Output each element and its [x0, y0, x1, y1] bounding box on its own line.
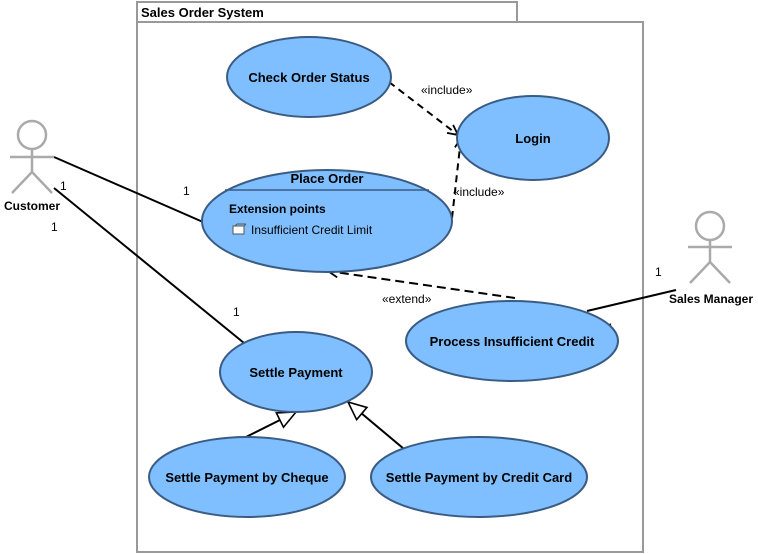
system-title: Sales Order System [141, 5, 264, 20]
actor-sales-manager[interactable]: Sales Manager [669, 210, 753, 306]
use-case-check-order-status-label: Check Order Status [248, 70, 369, 85]
multiplicity-customer-settle-usecase: 1 [233, 305, 240, 319]
extend-label: «extend» [382, 292, 432, 306]
multiplicity-customer-place-order-usecase: 1 [183, 184, 190, 198]
use-case-settle-by-cheque[interactable]: Settle Payment by Cheque [148, 436, 346, 518]
use-case-login-label: Login [515, 131, 550, 146]
association-manager-process-credit [586, 289, 677, 312]
use-case-settle-payment-label: Settle Payment [249, 365, 343, 380]
extend-process-credit-place-order [328, 271, 516, 299]
include-label-1: «include» [421, 83, 473, 97]
actor-customer[interactable]: Customer [4, 119, 60, 213]
include-place-order-login [451, 138, 461, 219]
extension-points-header: Extension points [229, 202, 326, 216]
use-case-place-order-label: Place Order [291, 171, 364, 186]
use-case-place-order[interactable]: Place Order Extension points Insufficien… [201, 169, 453, 273]
use-case-settle-by-cheque-label: Settle Payment by Cheque [165, 470, 328, 485]
extension-point-icon [232, 223, 247, 235]
use-case-process-insufficient-credit[interactable]: Process Insufficient Credit [405, 300, 619, 382]
association-customer-place-order [53, 156, 204, 223]
customer-stick-figure-icon [10, 119, 54, 194]
multiplicity-customer-settle-actor: 1 [51, 220, 58, 234]
use-case-login[interactable]: Login [456, 95, 610, 181]
generalization-credit-card-settle [348, 402, 405, 450]
multiplicity-customer-place-order-actor: 1 [60, 179, 67, 193]
actor-customer-label: Customer [4, 199, 60, 213]
association-customer-settle-payment [53, 187, 245, 344]
extension-point-label: Insufficient Credit Limit [251, 223, 373, 237]
use-case-check-order-status[interactable]: Check Order Status [226, 36, 392, 118]
include-check-status-login [388, 81, 458, 135]
include-label-2: «include» [453, 185, 505, 199]
use-case-settle-by-credit-card[interactable]: Settle Payment by Credit Card [370, 436, 588, 518]
sales-manager-stick-figure-icon [688, 210, 732, 284]
actor-sales-manager-label: Sales Manager [669, 292, 753, 306]
use-case-settle-payment[interactable]: Settle Payment [219, 331, 373, 413]
use-case-settle-by-credit-card-label: Settle Payment by Credit Card [386, 470, 572, 485]
multiplicity-manager-actor: 1 [655, 265, 662, 279]
generalization-cheque-settle [245, 411, 296, 438]
use-case-process-insufficient-credit-label: Process Insufficient Credit [430, 334, 595, 349]
